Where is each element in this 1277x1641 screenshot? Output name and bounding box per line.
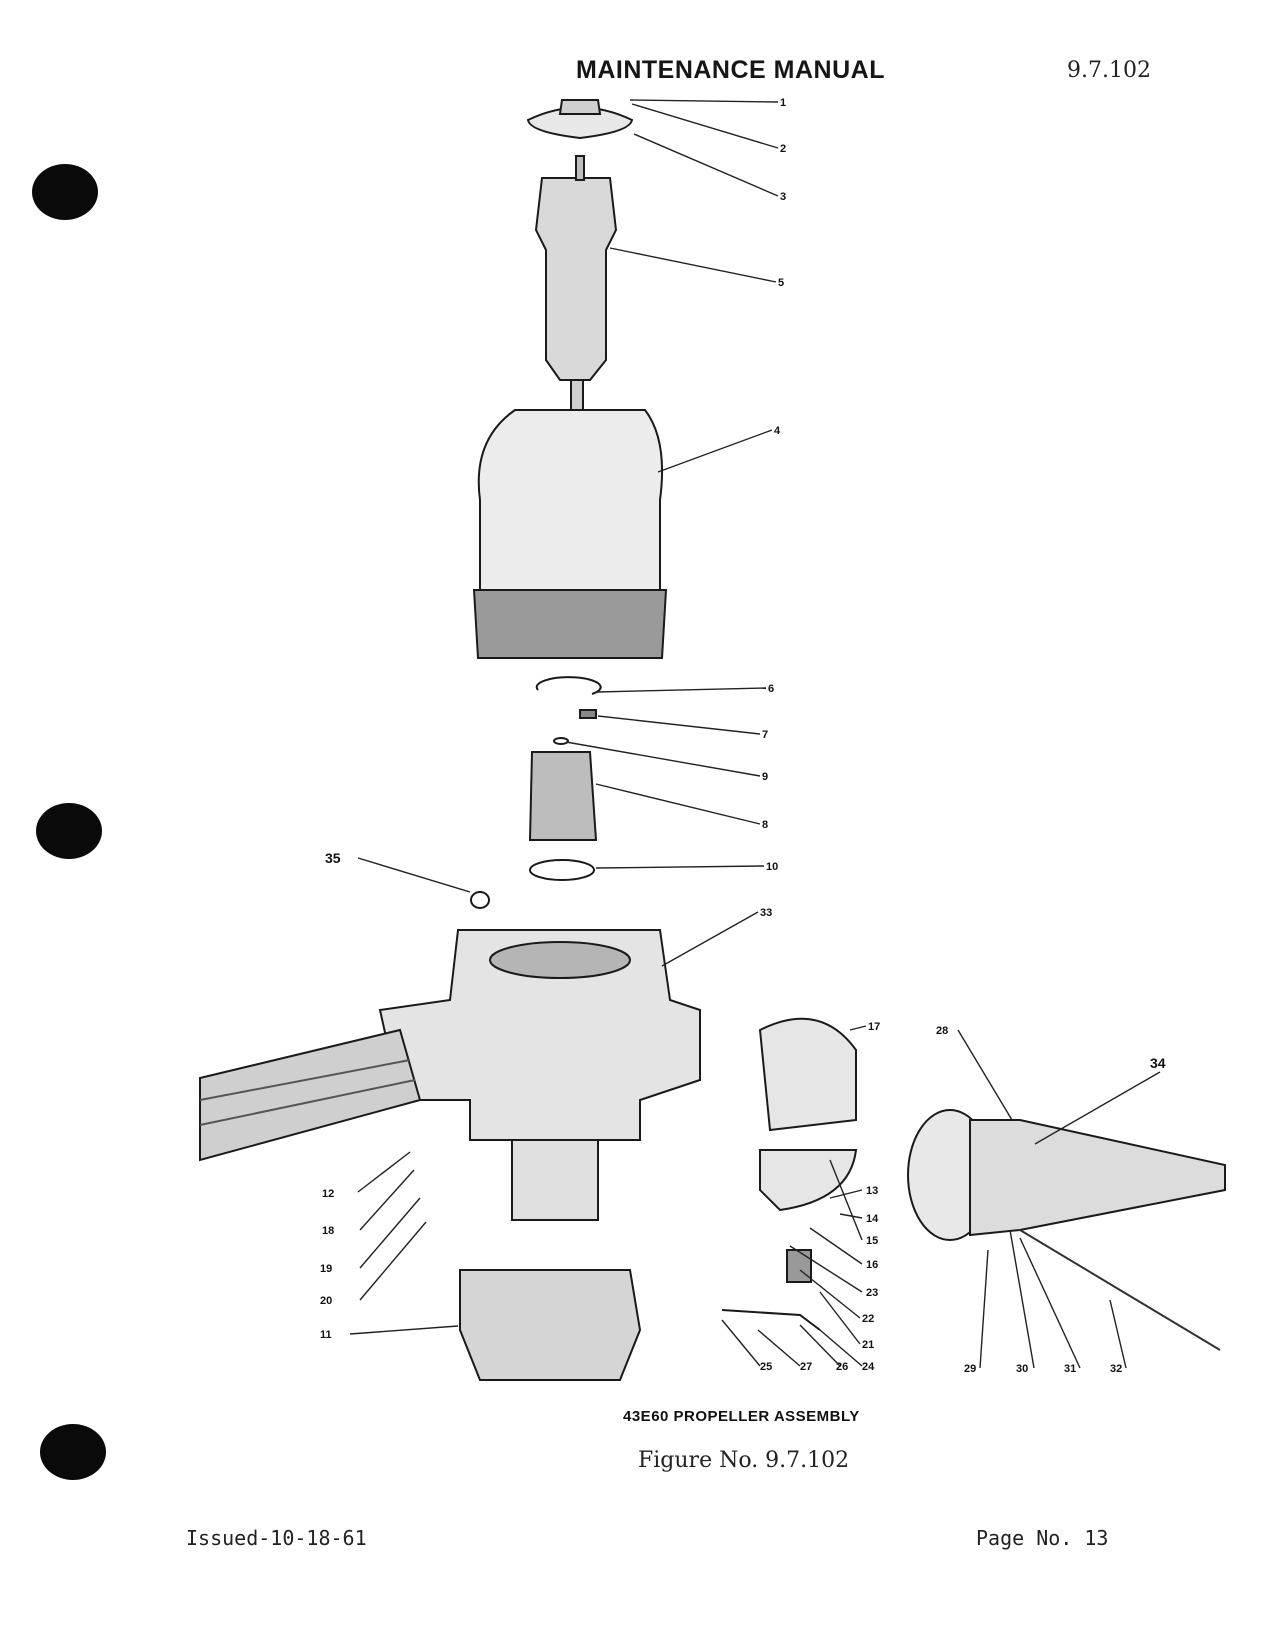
callout-7: 7 xyxy=(762,729,768,741)
callout-23: 23 xyxy=(866,1287,878,1299)
valve-housing xyxy=(534,177,618,381)
callout-26: 26 xyxy=(836,1361,848,1373)
shim-ring xyxy=(529,859,595,881)
callout-labels: 1 2 3 5 4 6 7 9 8 10 35 33 17 28 34 12 1… xyxy=(320,97,1166,1375)
callout-11: 11 xyxy=(320,1329,332,1341)
callout-21: 21 xyxy=(862,1339,874,1351)
binder-hole-bottom xyxy=(40,1424,106,1480)
callout-3: 3 xyxy=(780,191,786,203)
callout-16: 16 xyxy=(866,1259,878,1271)
callout-27: 27 xyxy=(800,1361,812,1373)
retainer-ring xyxy=(459,1269,642,1381)
hub-barrel xyxy=(378,929,701,1141)
callout-22: 22 xyxy=(862,1313,874,1325)
clamp-upper xyxy=(758,1017,857,1132)
figure-caption: 43E60 PROPELLER ASSEMBLY xyxy=(623,1408,860,1425)
dome-shell xyxy=(477,409,664,601)
callout-10: 10 xyxy=(766,861,778,873)
snap-ring xyxy=(535,676,602,695)
figure-number: Figure No. 9.7.102 xyxy=(638,1448,850,1473)
callout-28: 28 xyxy=(936,1025,948,1037)
callout-6: 6 xyxy=(768,683,774,695)
issued-date: Issued-10-18-61 xyxy=(186,1526,367,1550)
callout-9: 9 xyxy=(762,771,768,783)
callout-34: 34 xyxy=(1150,1055,1166,1071)
callout-13: 13 xyxy=(866,1185,878,1197)
callout-4: 4 xyxy=(774,425,781,437)
callout-15: 15 xyxy=(866,1235,878,1247)
callout-14: 14 xyxy=(866,1213,879,1225)
callout-25: 25 xyxy=(760,1361,772,1373)
callout-33: 33 xyxy=(760,907,772,919)
callout-20: 20 xyxy=(320,1295,332,1307)
binder-hole-middle xyxy=(36,803,102,859)
callout-19: 19 xyxy=(320,1263,332,1275)
section-number: 9.7.102 xyxy=(1067,58,1151,83)
manual-title: MAINTENANCE MANUAL xyxy=(576,56,885,84)
callout-30: 30 xyxy=(1016,1363,1028,1375)
callout-2: 2 xyxy=(780,143,786,155)
callout-31: 31 xyxy=(1064,1363,1076,1375)
callout-24: 24 xyxy=(862,1361,875,1373)
page-number: Page No. 13 xyxy=(976,1526,1109,1550)
callout-1: 1 xyxy=(780,97,786,109)
callout-12: 12 xyxy=(322,1188,334,1200)
callout-35: 35 xyxy=(325,850,341,866)
callout-18: 18 xyxy=(322,1225,334,1237)
clamp-lower xyxy=(759,1149,858,1212)
callout-5: 5 xyxy=(778,277,784,289)
piston-cylinder xyxy=(528,751,598,841)
binder-hole-top xyxy=(32,164,98,220)
callout-29: 29 xyxy=(964,1363,976,1375)
callout-32: 32 xyxy=(1110,1363,1122,1375)
blade-root xyxy=(199,1028,422,1162)
callout-17: 17 xyxy=(868,1021,880,1033)
callout-8: 8 xyxy=(762,819,768,831)
